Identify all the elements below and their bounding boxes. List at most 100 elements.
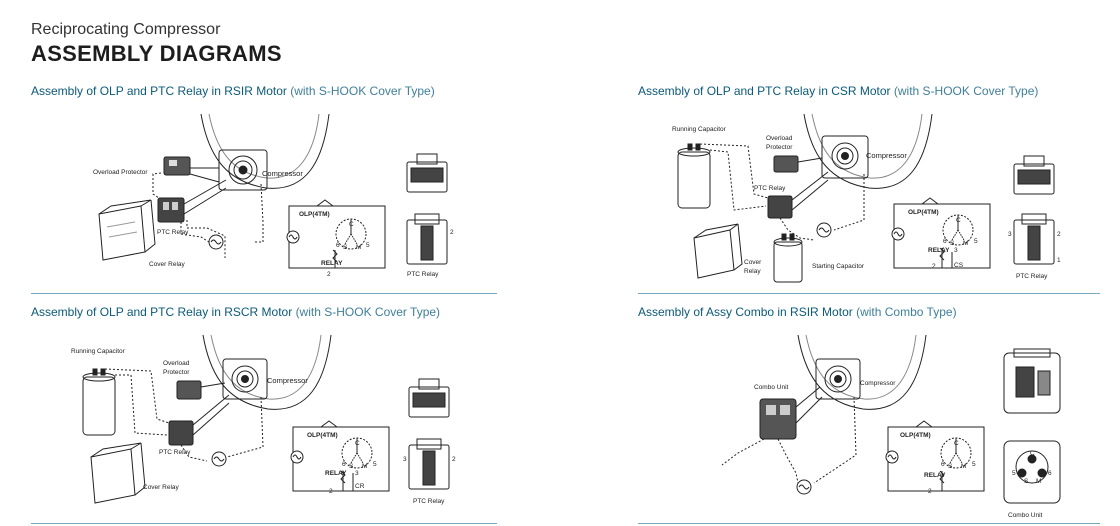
terminal-6: 6	[943, 238, 947, 245]
compressor-shell	[202, 334, 332, 410]
label-cover-relay: Cover Relay	[149, 261, 186, 268]
label-starting-capacitor: Starting Capacitor	[812, 263, 865, 270]
terminal-m: M	[961, 463, 966, 470]
terminal-c: C	[956, 217, 961, 224]
terminal-6: 6	[342, 461, 346, 468]
compressor-shell	[797, 334, 927, 410]
panel-rscr-shook: Assembly of OLP and PTC Relay in RSCR Mo…	[31, 305, 501, 520]
compressor-shell	[200, 113, 330, 189]
power-plug	[211, 451, 227, 467]
terminal-s: S	[349, 463, 354, 470]
ptc-relay-top-view	[408, 386, 450, 418]
terminal-block	[222, 358, 268, 400]
running-capacitor	[82, 376, 116, 436]
terminal-block	[815, 358, 861, 400]
combo-unit-top-view	[1003, 352, 1061, 414]
ptc-relay-part	[157, 197, 185, 223]
terminal-block	[218, 149, 268, 191]
label-relay: RELAY	[321, 260, 343, 267]
terminal-m: M	[362, 463, 367, 470]
combo-terminal-s: S	[1024, 478, 1029, 485]
panel-heading-sub: (with S-HOOK Cover Type)	[290, 84, 435, 98]
panel-heading: Assembly of OLP and PTC Relay in RSCR Mo…	[31, 305, 440, 319]
terminal-s: S	[948, 463, 953, 470]
starting-capacitor	[773, 241, 803, 283]
panel-heading-main: Assembly of OLP and PTC Relay in CSR Mot…	[638, 84, 891, 98]
label-olp: OLP(4TM)	[900, 432, 931, 439]
terminal-m: M	[356, 244, 361, 251]
label-compressor: Compressor	[866, 151, 907, 160]
ptc-relay-part	[168, 420, 194, 446]
overload-protector	[176, 380, 202, 400]
terminal-5: 5	[974, 238, 978, 245]
label-cover-2: Relay	[744, 268, 761, 275]
label-compressor: Compressor	[860, 380, 896, 387]
assembly-diagram: Overload Protector Compressor PTC Relay …	[93, 113, 454, 278]
panel-heading-sub: (with Combo Type)	[856, 305, 957, 319]
label-cover-relay: Cover Relay	[143, 484, 180, 491]
power-plug	[208, 234, 224, 250]
label-overload-2: Protector	[766, 144, 793, 151]
terminal-3-side: 3	[1008, 231, 1012, 238]
panel-heading: Assembly of OLP and PTC Relay in RSIR Mo…	[31, 84, 435, 98]
panel-rsir-combo: Assembly of Assy Combo in RSIR Motor (wi…	[638, 305, 1108, 520]
terminal-3: 3	[954, 247, 958, 254]
page-kicker: Reciprocating Compressor	[31, 21, 221, 38]
label-relay: RELAY	[928, 247, 950, 254]
cover-relay	[90, 448, 136, 504]
power-plug	[796, 479, 812, 495]
label-relay: RELAY	[325, 470, 347, 477]
power-plug	[816, 222, 832, 238]
ptc-relay-top-view	[406, 161, 448, 193]
label-side-combo: Combo Unit	[1008, 512, 1043, 519]
label-running-capacitor: Running Capacitor	[672, 126, 727, 133]
cover-relay	[693, 229, 735, 279]
assembly-diagram: Running Capacitor Overload Protector Com…	[672, 113, 1061, 283]
terminal-6: 6	[336, 242, 340, 249]
panel-heading-main: Assembly of OLP and PTC Relay in RSIR Mo…	[31, 84, 287, 98]
terminal-5: 5	[373, 461, 377, 468]
terminal-3: 3	[355, 470, 359, 477]
wiring-schematic	[290, 420, 390, 492]
label-overload-protector: Overload Protector	[93, 169, 148, 176]
label-side-ptc: PTC Relay	[407, 271, 439, 278]
divider-right-2	[638, 523, 1100, 524]
terminal-s: S	[950, 240, 955, 247]
running-capacitor	[677, 151, 711, 209]
terminal-s: S	[343, 244, 348, 251]
panel-heading-main: Assembly of Assy Combo in RSIR Motor	[638, 305, 853, 319]
terminal-2: 2	[327, 271, 331, 278]
ptc-relay-side-view	[408, 444, 450, 490]
ptc-relay-side-view	[406, 219, 448, 265]
ptc-relay-part	[767, 195, 793, 219]
assembly-diagram: Running Capacitor Overload Protector Com…	[71, 334, 456, 505]
terminal-3-side: 3	[403, 456, 407, 463]
panel-csr-shook: Assembly of OLP and PTC Relay in CSR Mot…	[638, 84, 1108, 299]
label-running-capacitor: Running Capacitor	[71, 348, 126, 355]
compressor-shell	[803, 113, 933, 189]
terminal-2-side: 2	[1057, 231, 1061, 238]
label-overload-1: Overload	[766, 135, 793, 142]
label-relay: RELAY	[924, 472, 946, 479]
label-combo-unit: Combo Unit	[754, 384, 789, 391]
terminal-2: 2	[932, 263, 936, 270]
terminal-cs: CS	[954, 262, 964, 269]
terminal-5: 5	[972, 461, 976, 468]
label-overload-1: Overload	[163, 360, 190, 367]
combo-terminal-6: 6	[1048, 470, 1052, 477]
divider-left-2	[31, 523, 497, 524]
terminal-m: M	[963, 240, 968, 247]
terminal-2: 2	[928, 488, 932, 495]
terminal-block	[821, 135, 869, 179]
terminal-cr: CR	[355, 483, 365, 490]
divider-right-1	[638, 293, 1100, 294]
combo-unit-bottom-view	[1003, 440, 1061, 504]
wiring-schematic	[891, 197, 991, 269]
combo-unit-part	[759, 398, 797, 440]
ptc-relay-top-view	[1013, 163, 1055, 195]
panel-heading: Assembly of Assy Combo in RSIR Motor (wi…	[638, 305, 957, 319]
panel-heading: Assembly of OLP and PTC Relay in CSR Mot…	[638, 84, 1038, 98]
terminal-2-side: 2	[450, 229, 454, 236]
overload-protector	[773, 155, 799, 173]
panel-heading-sub: (with S-HOOK Cover Type)	[295, 305, 441, 319]
